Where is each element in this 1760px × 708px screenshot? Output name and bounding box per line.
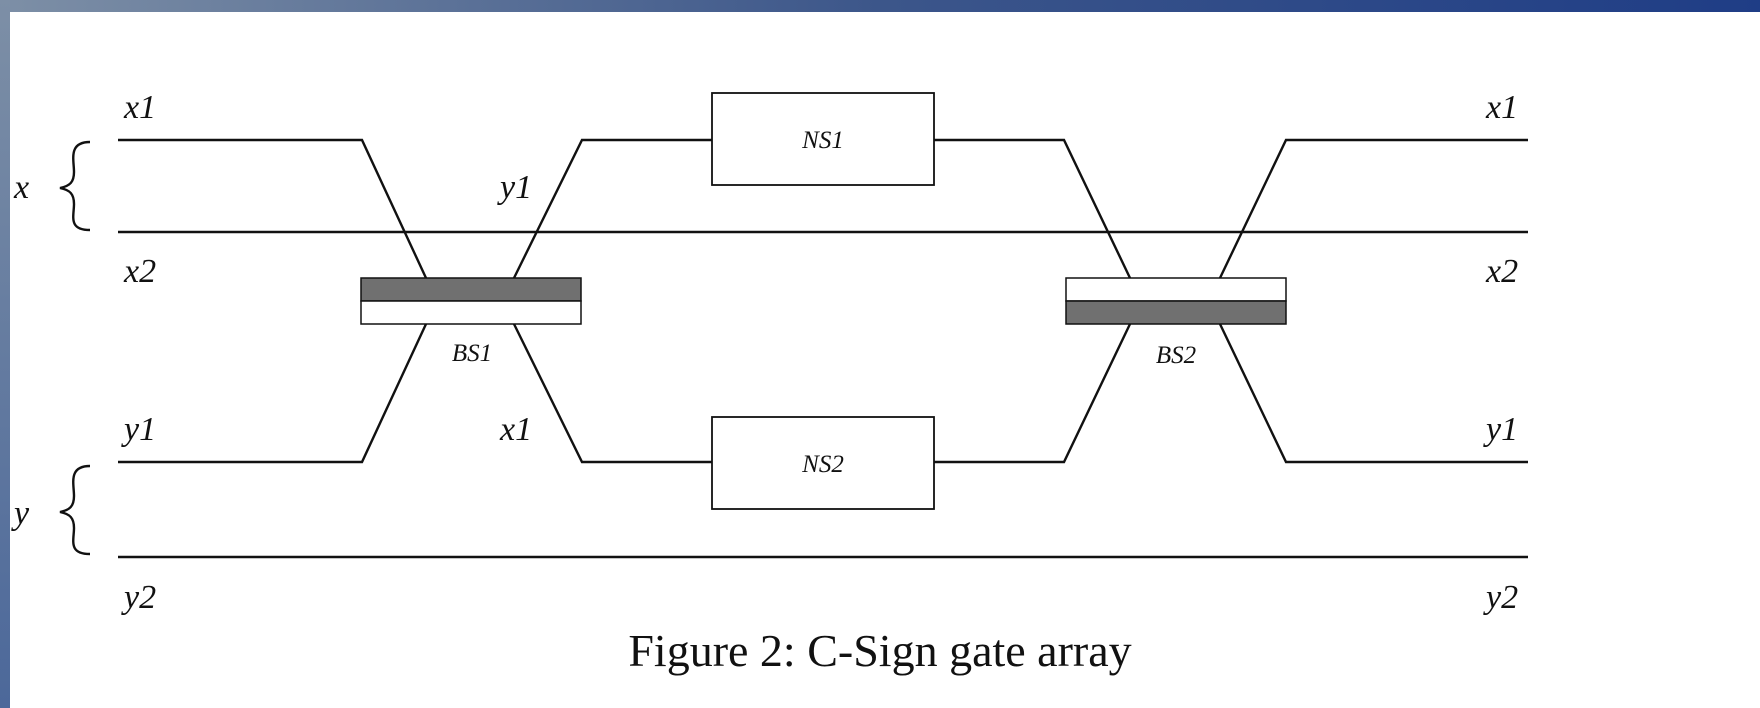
port-label-right-y1: y1 [1483,411,1518,448]
path-y1-out [1218,323,1528,464]
port-label-right-y2: y2 [1483,579,1518,616]
path-x1-to-ns2 [512,323,712,464]
port-label-left-y2: y2 [121,579,156,616]
port-label-left-x1: x1 [123,89,156,126]
bs1-splitter [360,277,582,325]
branch-label-y1: y1 [497,169,532,206]
bs1-label: BS1 [452,340,492,367]
group-label-x: x [13,169,29,206]
path-ns1-to-bs2 [934,138,1132,279]
ns2-label: NS2 [801,451,844,478]
frame-left-border [0,0,10,708]
x-group-brace [59,140,91,232]
branch-label-x1: x1 [499,411,532,448]
y-group-brace [59,464,91,556]
path-x1-in [118,138,428,279]
figure-caption: Figure 2: C-Sign gate array [628,625,1132,676]
ns1-label: NS1 [801,127,844,154]
frame-top-border [0,0,1760,12]
ns2-box [711,416,935,510]
group-label-y: y [11,495,30,532]
path-y1-in [118,323,428,464]
path-x1-out [1218,138,1528,279]
port-label-left-x2: x2 [123,253,156,290]
port-label-right-x2: x2 [1485,253,1518,290]
port-label-left-y1: y1 [121,411,156,448]
bs2-label: BS2 [1156,342,1196,369]
bs2-splitter [1065,277,1287,325]
path-ns2-to-bs2 [934,323,1132,464]
path-y1-to-ns1 [512,138,712,279]
ns1-box [711,92,935,186]
port-label-right-x1: x1 [1485,89,1518,126]
